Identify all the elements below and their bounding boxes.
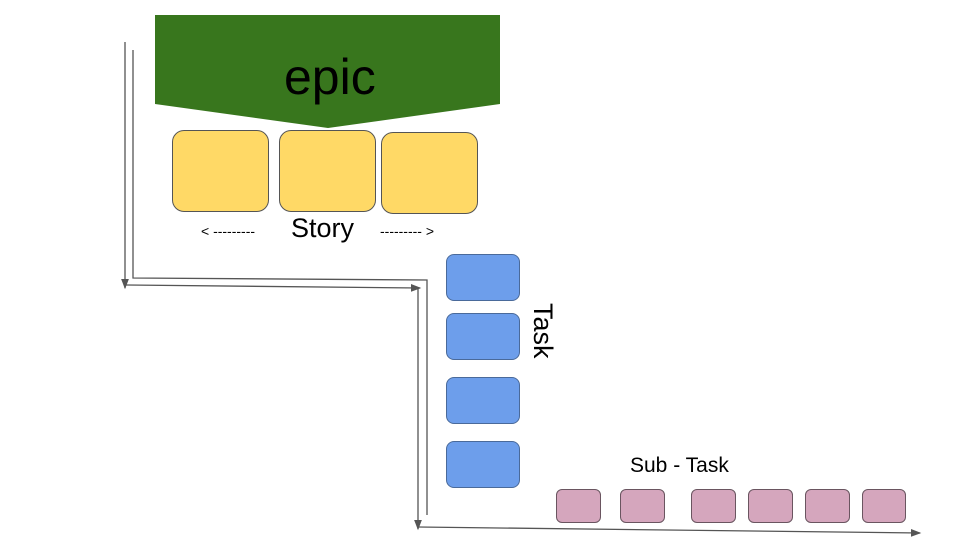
- outer-horizontal-arrow-1: [124, 284, 422, 292]
- task-card: [446, 313, 520, 360]
- subtask-card: [805, 489, 850, 523]
- subtask-card: [748, 489, 793, 523]
- inner-connector-line: [132, 50, 428, 515]
- outer-horizontal-arrow-2: [417, 526, 922, 537]
- epic-label: epic: [284, 49, 376, 105]
- subtask-card: [862, 489, 906, 523]
- story-left-arrow: < ---------: [201, 223, 256, 239]
- task-label: Task: [528, 303, 558, 359]
- story-card: [279, 130, 376, 212]
- task-card: [446, 377, 520, 424]
- task-card: [446, 254, 520, 301]
- story-right-arrow: --------- >: [380, 223, 435, 239]
- subtask-label: Sub - Task: [630, 454, 729, 477]
- story-card: [172, 130, 269, 212]
- story-label: Story: [291, 213, 355, 243]
- task-card: [446, 441, 520, 488]
- story-card: [381, 132, 478, 214]
- subtask-card: [691, 489, 736, 523]
- subtask-card: [556, 489, 601, 523]
- epic-shape: [155, 15, 500, 128]
- subtask-card: [620, 489, 665, 523]
